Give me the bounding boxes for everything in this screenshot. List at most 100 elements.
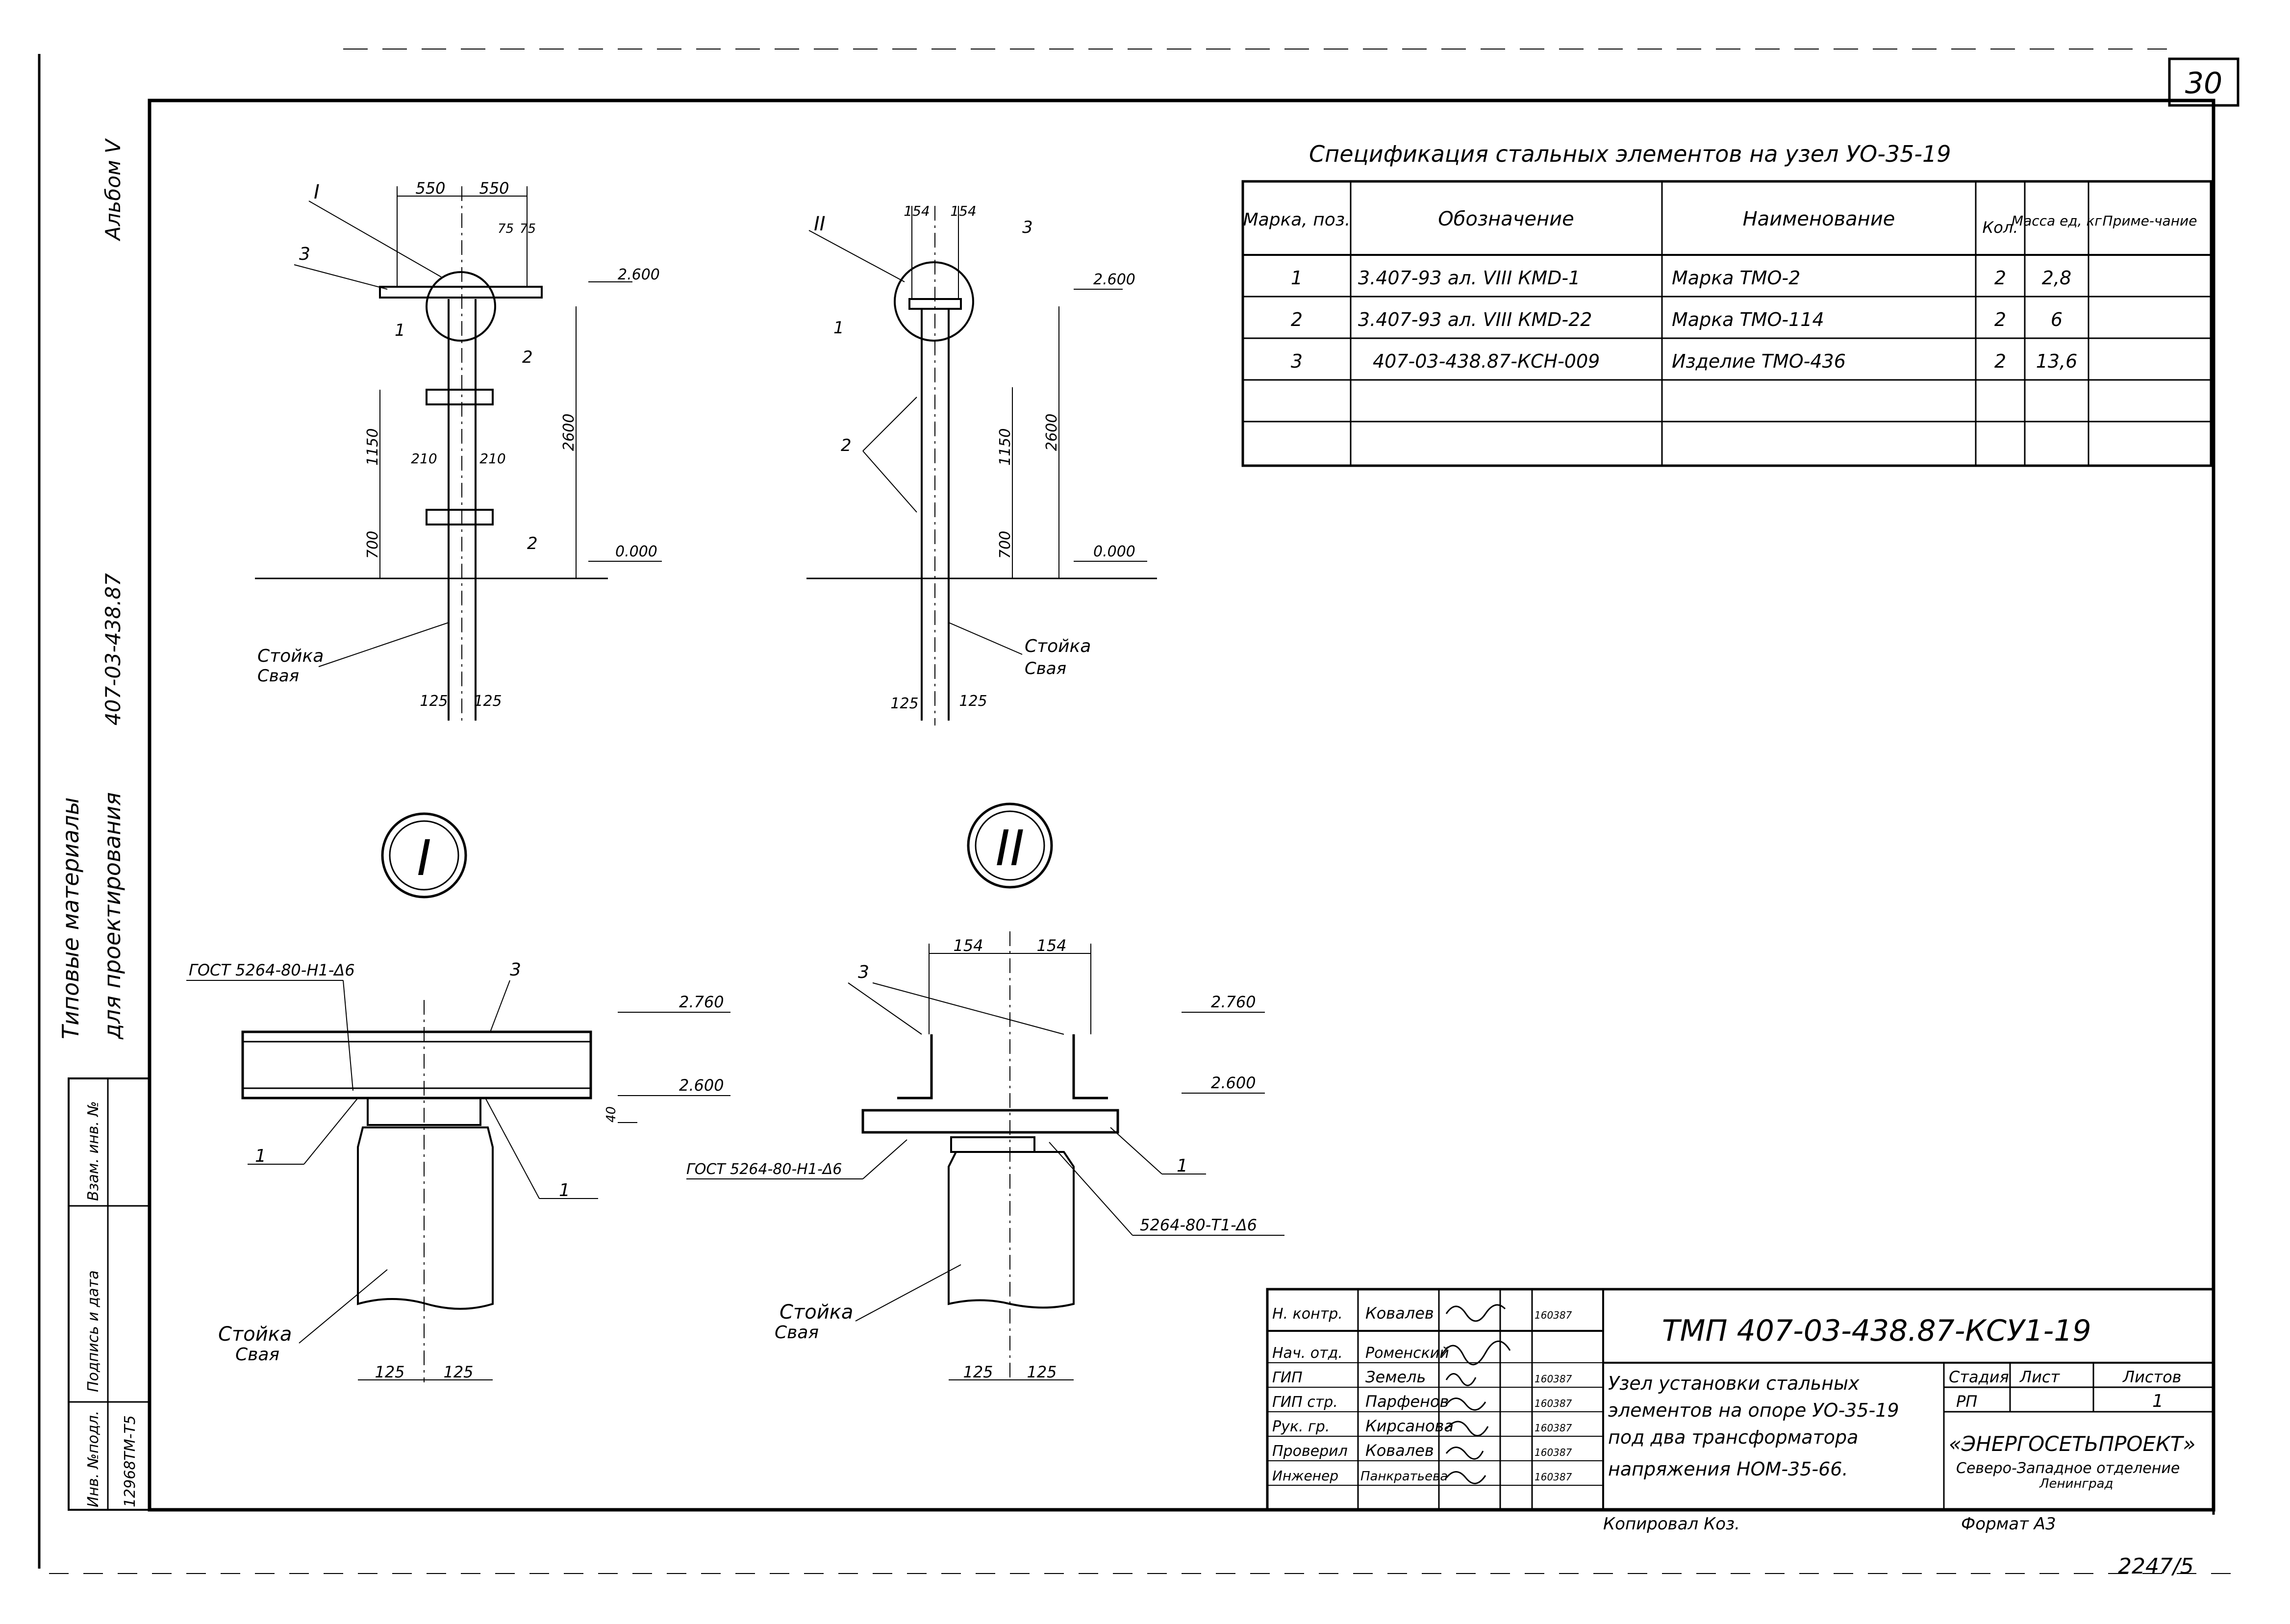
dim-label: 125 <box>1027 1363 1057 1381</box>
spec-title: Спецификация стальных элементов на узел … <box>1309 141 1951 167</box>
dim-label: 125 <box>474 693 502 710</box>
drawing-code: ТМП 407-03-438.87-КСУ1-19 <box>1662 1314 2091 1348</box>
table-cell: 2 <box>1994 267 2006 289</box>
level-mark: 2.760 <box>1211 993 1256 1011</box>
signature-name: Роменский <box>1365 1345 1449 1362</box>
signature-role: Инженер <box>1272 1468 1338 1484</box>
organization-name: «ЭНЕРГОСЕТЬПРОЕКТ» <box>1949 1432 2195 1456</box>
dim-label: 75 <box>498 222 514 236</box>
signature-role: ГИП <box>1272 1369 1303 1386</box>
dim-label: 154 <box>904 203 930 219</box>
table-cell: 2 <box>1994 309 2006 330</box>
detail-2: 154 154 3 1 ГОСТ 5264-80-Н1-Δ6 5264-80-Т… <box>686 931 1284 1382</box>
signature-role: Нач. отд. <box>1272 1345 1343 1362</box>
dim-label: 40 <box>604 1106 619 1123</box>
handwritten-signature <box>1445 1447 1484 1460</box>
organization-branch: Северо-Западное отделение <box>1956 1460 2180 1477</box>
dim-label: 2600 <box>560 414 578 451</box>
dim-label: 700 <box>364 531 381 559</box>
signature-date: 160387 <box>1535 1471 1572 1483</box>
post-label: Стойка <box>780 1301 853 1324</box>
dim-label: 125 <box>963 1363 993 1381</box>
weld-label: 5264-80-Т1-Δ6 <box>1140 1216 1257 1234</box>
signature-date: 160387 <box>1535 1447 1572 1458</box>
table-cell: 6 <box>2051 309 2063 330</box>
dim-label: 210 <box>411 450 437 467</box>
table-cell: 2 <box>1994 350 2006 372</box>
level-mark: 2.760 <box>679 993 724 1011</box>
handwritten-signature <box>1445 1304 1506 1322</box>
signature-role: Рук. гр. <box>1272 1418 1330 1435</box>
dim-label: 1150 <box>997 428 1014 466</box>
position-label: 2 <box>527 534 538 553</box>
spec-table: Спецификация стальных элементов на узел … <box>1241 141 2213 467</box>
position-label: 3 <box>858 962 869 982</box>
sheets-header: Листов <box>2122 1368 2182 1386</box>
dim-label: 125 <box>420 693 448 710</box>
handwritten-signature <box>1445 1471 1486 1484</box>
drawing-title-line: под два трансформатора <box>1608 1426 1858 1448</box>
stage-header: Стадия <box>1949 1368 2009 1386</box>
spec-header-mass: Масса ед, кг <box>2012 213 2102 229</box>
spec-header-name: Наименование <box>1743 208 1895 230</box>
drawing-title-line: элементов на опоре УО-35-19 <box>1608 1399 1899 1421</box>
pile-label: Свая <box>235 1345 279 1365</box>
handwritten-signature <box>1440 1340 1511 1366</box>
position-label: 1 <box>255 1146 266 1166</box>
title-block: Н. контр. Ковалев 160387 Нач. отд. Ромен… <box>1266 1288 2215 1511</box>
table-cell: 3 <box>1291 350 1303 372</box>
dim-label: 125 <box>375 1363 404 1381</box>
dim-label: 125 <box>959 693 987 710</box>
table-cell: Марка ТМО-2 <box>1672 267 1800 289</box>
signature-name: Панкратьева <box>1360 1469 1448 1484</box>
view-1-elevation: 550 550 75 75 210 210 1150 700 2600 2.60… <box>255 179 662 725</box>
level-mark: 2.600 <box>618 266 660 283</box>
table-cell: 13,6 <box>2036 350 2078 372</box>
weld-label: ГОСТ 5264-80-Н1-Δ6 <box>686 1161 842 1178</box>
signature-name: Ковалев <box>1365 1441 1434 1460</box>
position-label: 2 <box>522 348 533 367</box>
table-cell: Марка ТМО-114 <box>1672 309 1824 330</box>
materials-title-2: для проектирования <box>99 792 126 1040</box>
table-cell: 3.407-93 ал. VIII КМD-1 <box>1358 267 1580 289</box>
level-mark: 2.600 <box>1093 271 1135 288</box>
position-label: 1 <box>833 318 844 338</box>
copied-by: Копировал Коз. <box>1603 1514 1740 1534</box>
table-cell: 2 <box>1291 309 1303 330</box>
drawing-title-line: напряжения НОМ-35-66. <box>1608 1458 1848 1480</box>
sign-date-label: Подпись и дата <box>85 1271 102 1393</box>
inv-orig-value: 12968ТМ-Т5 <box>122 1415 139 1507</box>
paper-format: Формат А3 <box>1961 1514 2056 1534</box>
signature-date: 160387 <box>1535 1373 1572 1385</box>
signature-date: 160387 <box>1535 1398 1572 1409</box>
level-mark: 2.600 <box>679 1076 724 1095</box>
position-label: 1 <box>559 1180 570 1200</box>
sheet-number: 30 <box>2185 66 2222 100</box>
callout-label: II <box>814 213 826 235</box>
dim-label: 154 <box>953 936 983 955</box>
position-label: 1 <box>395 321 405 340</box>
series-label: 407-03-438.87 <box>101 573 125 725</box>
dim-label: 700 <box>997 531 1014 559</box>
level-mark: 0.000 <box>615 543 657 560</box>
detail-markers: I II <box>381 802 1053 899</box>
level-mark: 2.600 <box>1211 1074 1256 1092</box>
spec-header-mark: Марка, поз. <box>1243 210 1351 230</box>
table-cell: 2,8 <box>2042 267 2071 289</box>
sheet-header: Лист <box>2019 1368 2060 1386</box>
table-cell: 3.407-93 ал. VIII КМD-22 <box>1358 309 1592 330</box>
album-label: Альбом V <box>101 138 125 242</box>
dim-label: 550 <box>479 179 509 198</box>
position-label: 3 <box>299 244 310 264</box>
pile-label: Свая <box>775 1323 819 1343</box>
signature-role: ГИП стр. <box>1272 1394 1338 1411</box>
handwritten-signature <box>1445 1421 1489 1437</box>
callout-label: I <box>314 181 320 203</box>
dim-label: 154 <box>950 203 976 219</box>
drawing-title-line: Узел установки стальных <box>1608 1373 1860 1394</box>
dim-label: 2600 <box>1043 414 1060 451</box>
signature-date: 160387 <box>1535 1422 1572 1434</box>
sheet-frame <box>38 49 2245 1574</box>
dim-label: 125 <box>890 695 918 712</box>
